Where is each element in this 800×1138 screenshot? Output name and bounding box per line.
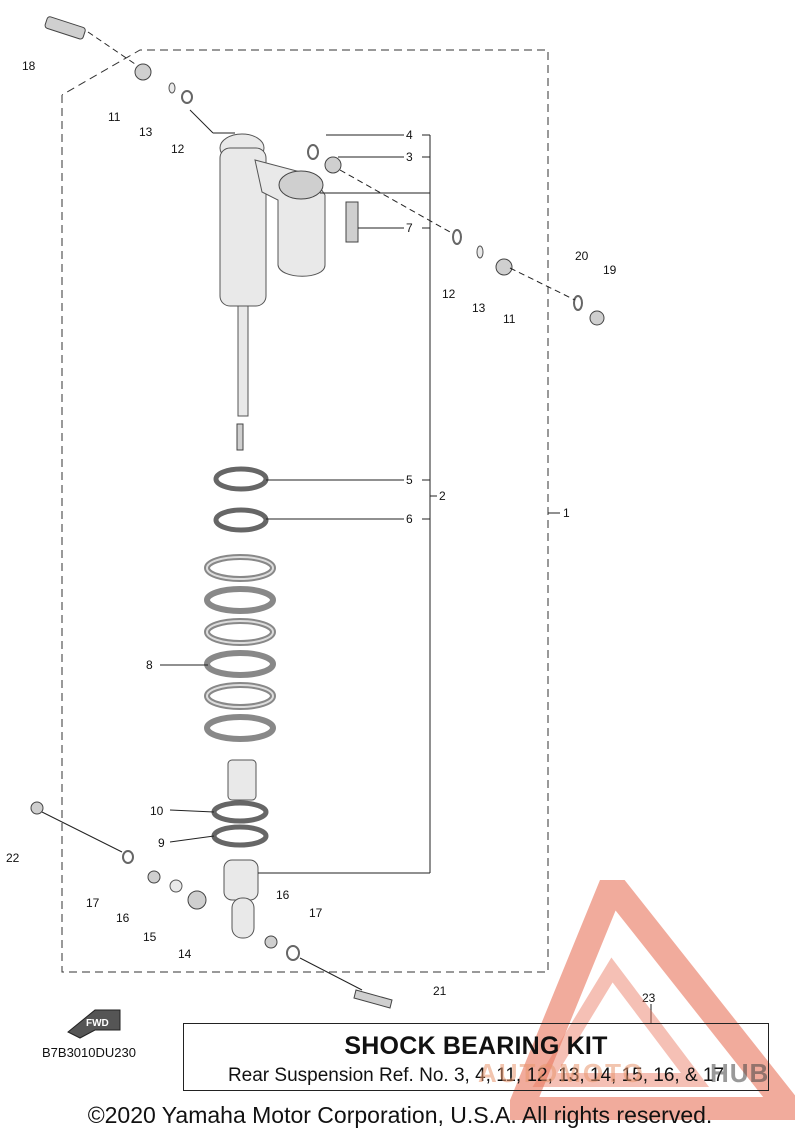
axis-lines	[41, 109, 576, 991]
shock-bearing-kit-box: SHOCK BEARING KIT Rear Suspension Ref. N…	[183, 1023, 769, 1091]
callout-12: 12	[171, 142, 185, 156]
bolt-18	[44, 16, 139, 67]
callout-23: 23	[642, 991, 656, 1005]
callout-15: 15	[143, 930, 157, 944]
callout-4: 4	[406, 128, 413, 142]
callout-8: 8	[146, 658, 153, 672]
leader-lines	[160, 134, 652, 1023]
lower-shock-parts	[211, 759, 269, 939]
callout-17: 17	[309, 906, 323, 920]
callout-2: 2	[439, 489, 446, 503]
callout-9: 9	[158, 836, 165, 850]
callout-11: 11	[503, 312, 516, 326]
hardware-parts	[30, 63, 605, 1009]
ring-nut-6	[213, 507, 269, 533]
fwd-label: FWD	[86, 1018, 109, 1029]
assembly-boundary	[61, 49, 549, 973]
callout-16: 16	[276, 888, 290, 902]
callout-12: 12	[442, 287, 456, 301]
callout-13: 13	[472, 301, 486, 315]
callout-14: 14	[178, 947, 192, 961]
copyright: ©2020 Yamaha Motor Corporation, U.S.A. A…	[87, 1102, 713, 1128]
callout-17: 17	[86, 896, 100, 910]
callout-21: 21	[433, 984, 447, 998]
callout-19: 19	[603, 263, 617, 277]
fwd-arrow-icon: FWD	[67, 1009, 121, 1039]
callout-11: 11	[108, 110, 121, 124]
diagram-code: B7B3010DU230	[42, 1045, 136, 1060]
callout-20: 20	[575, 249, 589, 263]
shock-absorber-body	[219, 133, 359, 451]
callout-16: 16	[116, 911, 130, 925]
callout-18: 18	[22, 59, 36, 73]
callout-1: 1	[563, 506, 570, 520]
ring-nut-5	[213, 466, 269, 492]
kit-title: SHOCK BEARING KIT	[344, 1032, 608, 1060]
callout-6: 6	[406, 512, 413, 526]
callout-22: 22	[6, 851, 20, 865]
callout-7: 7	[406, 221, 413, 235]
callout-3: 3	[406, 150, 413, 164]
kit-reference: Rear Suspension Ref. No. 3, 4, 11, 12, 1…	[227, 1065, 725, 1086]
callout-10: 10	[150, 804, 164, 818]
callout-5: 5	[406, 473, 413, 487]
callout-13: 13	[139, 125, 153, 139]
spring-8	[204, 554, 276, 742]
